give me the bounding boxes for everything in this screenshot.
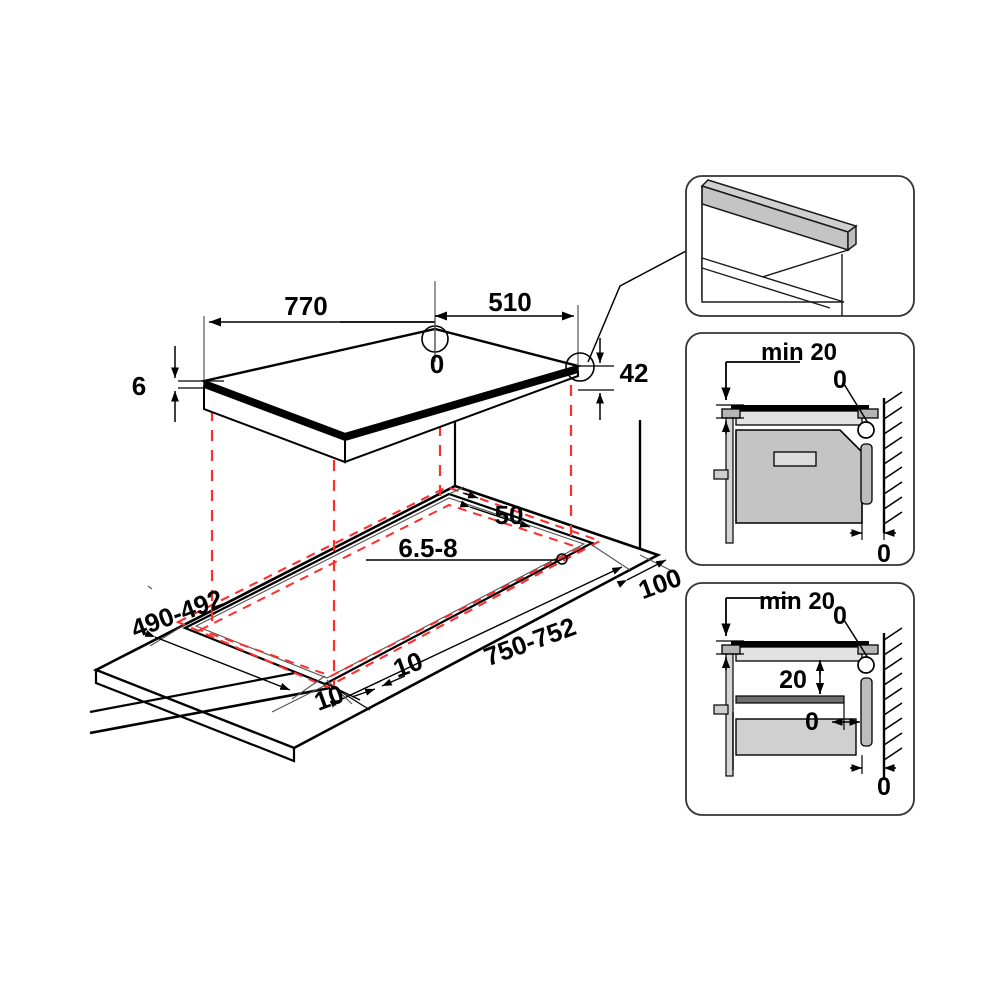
p2-label-zero-right: 0 <box>833 366 847 394</box>
p2-bracket-left <box>721 408 741 419</box>
p2-wall-hatch <box>883 391 903 525</box>
dim-r10-arrow-b <box>381 675 406 687</box>
p2-rear-rail <box>860 443 873 505</box>
ext-490-start <box>147 585 153 590</box>
panel-worktop-edge-detail <box>685 175 915 317</box>
p2-oven-panel <box>773 451 817 467</box>
p3-label-zero-mid: 0 <box>805 708 819 736</box>
p2-hob-body <box>735 410 863 426</box>
dim-r10-arrow-a <box>351 688 376 698</box>
p2-label-min20: min 20 <box>761 339 837 366</box>
edge-lower-face <box>701 257 845 303</box>
label-worktop-thickness: 6.5-8 <box>398 533 457 563</box>
p3-zero-leader <box>843 619 869 659</box>
panel-over-drawer: min 20 0 20 0 0 <box>685 582 915 816</box>
cabinet-line-2 <box>89 686 331 735</box>
p2-zero-leader <box>843 383 869 424</box>
p2-cabinet-side <box>725 417 734 544</box>
label-datum-top: 0 <box>430 349 444 379</box>
label-glass-thickness: 6 <box>132 371 146 401</box>
hob-projection-outline <box>175 485 603 689</box>
p3-hob-glass <box>731 641 869 647</box>
p3-wall-hatch <box>883 627 903 761</box>
dim-line-100 <box>616 559 667 588</box>
p3-rear-rail <box>860 677 873 747</box>
p2-label-zero-bottom: 0 <box>877 540 891 568</box>
dim-line-490 <box>144 630 291 691</box>
p3-label-zero-bottom: 0 <box>877 773 891 801</box>
p2-cabinet-foot <box>713 469 729 480</box>
ext-490-b <box>291 675 326 700</box>
p3-cabinet-side <box>725 653 734 777</box>
label-body-height: 42 <box>620 358 649 388</box>
label-hob-width: 770 <box>284 291 327 321</box>
hob-appliance <box>199 327 583 464</box>
hob-dimension-lines <box>171 249 689 422</box>
dim-line-50 <box>459 500 531 528</box>
p3-drawer-body <box>735 718 857 756</box>
p2-hob-glass <box>731 405 869 411</box>
ext-50-a <box>448 486 465 495</box>
leader-to-edge-detail <box>587 249 689 363</box>
p3-label-min20: min 20 <box>759 588 835 615</box>
p2-oven-body <box>735 429 863 524</box>
p3-separation-shelf <box>735 695 845 704</box>
p3-label-zero-right: 0 <box>833 602 847 630</box>
panel-over-oven: min 20 0 0 <box>685 332 915 568</box>
p3-label-twenty: 20 <box>779 666 807 694</box>
p3-connector-circle <box>857 656 875 674</box>
datum-circle-thickness <box>556 553 568 565</box>
p3-cabinet-foot <box>713 704 729 715</box>
edge-slab-cap <box>847 224 857 252</box>
edge-lower-line <box>701 267 831 309</box>
p3-bracket-right <box>857 644 879 655</box>
dim-line-750 <box>329 566 623 708</box>
worktop-front-edge <box>94 668 296 763</box>
dim-line-50-tick <box>462 491 479 499</box>
p3-hob-body <box>735 646 863 662</box>
label-front-clearance: 100 <box>634 562 685 605</box>
datum-circle-corner <box>565 352 595 382</box>
leader-r10-d <box>326 683 361 701</box>
p2-connector-circle <box>857 421 875 439</box>
label-rear-clearance: 50 <box>495 500 524 530</box>
p3-bracket-left <box>721 644 741 655</box>
worktop-dimension-lines <box>144 486 673 713</box>
label-hob-depth: 510 <box>488 287 531 317</box>
hob-body-right <box>344 370 579 464</box>
leader-r10-b <box>271 682 331 713</box>
p2-bracket-right <box>857 408 879 419</box>
leader-r10-a <box>326 679 353 705</box>
